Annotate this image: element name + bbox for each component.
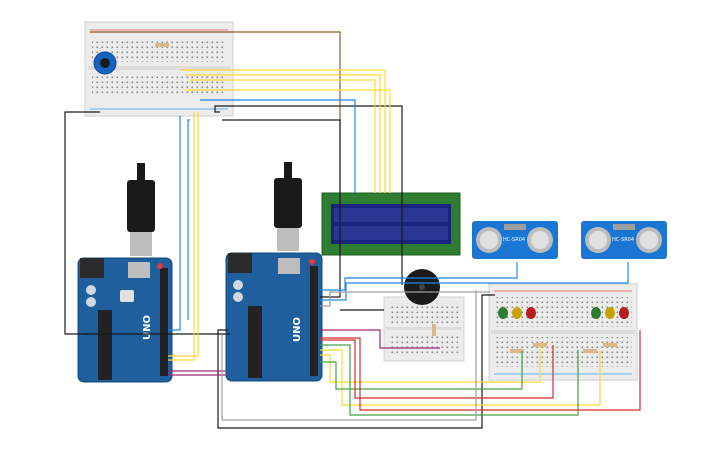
buzzer-icon — [404, 269, 440, 305]
arduino-left: UNO — [77, 257, 173, 383]
ultrasonic-sensor-right: HC-SR04 — [581, 221, 667, 259]
wires — [64, 31, 641, 429]
usb-connector-icon — [127, 162, 302, 256]
ultrasonic-sensor-left: HC-SR04 — [472, 221, 558, 259]
breadboard-middle — [383, 296, 465, 362]
breadboard-right — [488, 283, 638, 381]
board-label-right: UNO — [292, 317, 303, 342]
lcd-display — [321, 192, 461, 256]
potentiometer-icon — [93, 51, 117, 75]
board-label-left: UNO — [142, 315, 153, 340]
arduino-right: UNO — [225, 252, 323, 382]
sensor-label-left: HC-SR04 — [503, 237, 525, 243]
sensor-label-right: HC-SR04 — [612, 237, 634, 243]
led-icon — [498, 307, 629, 319]
